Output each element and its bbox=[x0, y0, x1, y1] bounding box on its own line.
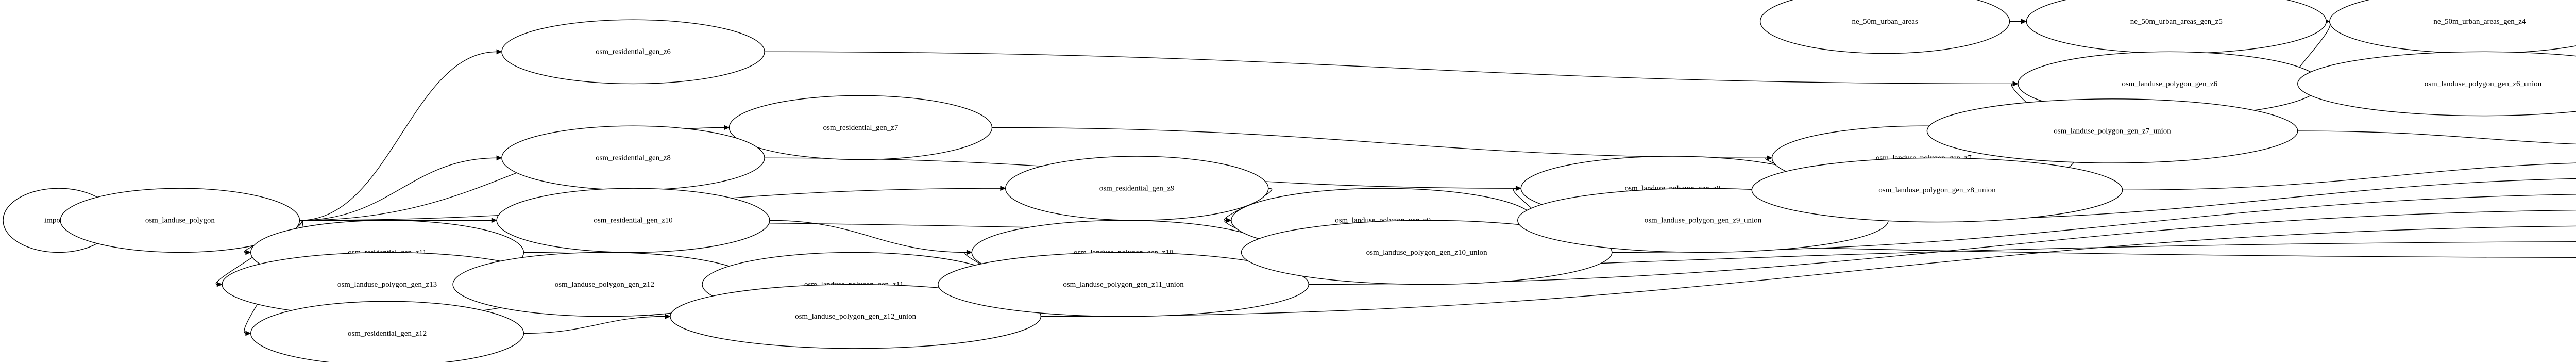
graph-node-osm_landuse_polygon_gen_z12_union[interactable]: osm_landuse_polygon_gen_z12_union bbox=[670, 284, 1042, 349]
graph-edge bbox=[523, 314, 671, 334]
node-ellipse[interactable] bbox=[938, 252, 1309, 317]
node-label: osm_residential_gen_z6 bbox=[596, 48, 671, 56]
node-ellipse[interactable] bbox=[670, 284, 1042, 349]
edge-arrowhead bbox=[1226, 218, 1232, 223]
graph-edge bbox=[764, 51, 2019, 87]
graph-node-ne_50m_urban_areas_gen_z4[interactable]: ne_50m_urban_areas_gen_z4 bbox=[2329, 0, 2576, 54]
edge-arrowhead bbox=[665, 314, 671, 319]
node-label: osm_landuse_polygon_gen_z11_union bbox=[1063, 281, 1184, 289]
node-label: osm_landuse_polygon_gen_z12_union bbox=[795, 312, 916, 321]
edge-arrowhead bbox=[496, 49, 502, 55]
graph-node-osm_residential_gen_z6[interactable]: osm_residential_gen_z6 bbox=[501, 19, 765, 85]
node-ellipse[interactable] bbox=[501, 19, 765, 85]
node-label: osm_landuse_polygon_gen_z8_union bbox=[1878, 186, 1996, 194]
node-label: ne_50m_urban_areas bbox=[1852, 18, 1918, 26]
edge-arrowhead bbox=[491, 218, 497, 223]
graph-node-ne_50m_urban_areas[interactable]: ne_50m_urban_areas bbox=[1759, 0, 2010, 54]
edge-arrowhead bbox=[245, 250, 251, 255]
node-label: osm_landuse_polygon_gen_z6 bbox=[2122, 80, 2217, 88]
graph-edge bbox=[299, 49, 502, 221]
node-label: osm_residential_gen_z10 bbox=[594, 217, 672, 225]
graph-edge bbox=[1612, 194, 2576, 253]
node-label: osm_landuse_polygon_gen_z6_union bbox=[2425, 80, 2542, 88]
graph-edge bbox=[2122, 162, 2576, 191]
graph-edge bbox=[299, 155, 502, 221]
node-ellipse[interactable] bbox=[2297, 51, 2576, 117]
node-ellipse[interactable] bbox=[1751, 157, 2123, 223]
node-label: osm_landuse_polygon_gen_z9_union bbox=[1645, 217, 1762, 225]
edge-arrowhead bbox=[216, 282, 223, 287]
node-label: osm_landuse_polygon bbox=[145, 217, 215, 225]
graph-edge bbox=[2297, 130, 2576, 145]
graph-node-osm_landuse_polygon_gen_z7_union[interactable]: osm_landuse_polygon_gen_z7_union bbox=[1926, 98, 2298, 163]
graph-edge bbox=[2009, 19, 2027, 24]
node-label: osm_residential_gen_z12 bbox=[348, 330, 427, 338]
graph-edge bbox=[1309, 209, 2576, 285]
graph-node-osm_landuse_polygon_gen_z11_union[interactable]: osm_landuse_polygon_gen_z11_union bbox=[938, 252, 1309, 317]
edge-arrowhead bbox=[2021, 19, 2027, 24]
node-label: osm_landuse_polygon_gen_z7_union bbox=[2054, 127, 2171, 135]
graph-node-osm_residential_gen_z8[interactable]: osm_residential_gen_z8 bbox=[501, 125, 765, 191]
node-label: osm_landuse_polygon_gen_z12 bbox=[555, 281, 654, 289]
node-ellipse[interactable] bbox=[60, 188, 300, 253]
node-label: osm_landuse_polygon_gen_z10_union bbox=[1366, 249, 1487, 257]
node-label: osm_landuse_polygon_gen_z13 bbox=[337, 281, 437, 289]
edge-arrowhead bbox=[724, 125, 730, 130]
node-label: osm_residential_gen_z8 bbox=[596, 154, 671, 162]
edge-arrowhead bbox=[496, 155, 502, 161]
graph-node-osm_landuse_polygon_gen_z8_union[interactable]: osm_landuse_polygon_gen_z8_union bbox=[1751, 157, 2123, 223]
node-ellipse[interactable] bbox=[728, 95, 993, 160]
graph-node-osm_residential_gen_z7[interactable]: osm_residential_gen_z7 bbox=[728, 95, 993, 160]
graph-node-osm_landuse_polygon_gen_z10_union[interactable]: osm_landuse_polygon_gen_z10_union bbox=[1241, 220, 1613, 285]
edge-arrowhead bbox=[966, 250, 972, 255]
graph-node-osm_residential_gen_z12[interactable]: osm_residential_gen_z12 bbox=[250, 301, 524, 362]
node-label: ne_50m_urban_areas_gen_z4 bbox=[2433, 18, 2526, 26]
edge-arrowhead bbox=[1515, 186, 1522, 191]
node-ellipse[interactable] bbox=[496, 188, 770, 253]
graph-node-osm_residential_gen_z9[interactable]: osm_residential_gen_z9 bbox=[1005, 156, 1269, 221]
node-ellipse[interactable] bbox=[2026, 0, 2327, 54]
node-label: ne_50m_urban_areas_gen_z5 bbox=[2130, 18, 2223, 26]
graph-node-osm_landuse_polygon[interactable]: osm_landuse_polygon bbox=[60, 188, 300, 253]
edge-arrowhead bbox=[245, 331, 251, 336]
graph-node-osm_landuse_polygon_gen_z6_union[interactable]: osm_landuse_polygon_gen_z6_union bbox=[2297, 51, 2576, 117]
graph-edge bbox=[1041, 225, 2576, 317]
node-ellipse[interactable] bbox=[250, 301, 524, 362]
edge-arrowhead bbox=[1000, 186, 1006, 191]
graph-edge bbox=[992, 127, 1773, 161]
graph-node-ne_50m_urban_areas_gen_z5[interactable]: ne_50m_urban_areas_gen_z5 bbox=[2026, 0, 2327, 54]
node-ellipse[interactable] bbox=[1241, 220, 1613, 285]
graph-node-osm_residential_gen_z10[interactable]: osm_residential_gen_z10 bbox=[496, 188, 770, 253]
graph-node-osm_landuse_polygon_gen_z12[interactable]: osm_landuse_polygon_gen_z12 bbox=[452, 252, 757, 317]
node-ellipse[interactable] bbox=[1759, 0, 2010, 54]
node-ellipse[interactable] bbox=[1926, 98, 2298, 163]
edge-arrowhead bbox=[1767, 155, 1773, 161]
node-label: osm_residential_gen_z9 bbox=[1099, 185, 1175, 193]
edge-arrowhead bbox=[2012, 81, 2019, 87]
node-ellipse[interactable] bbox=[2329, 0, 2576, 54]
node-label: osm_residential_gen_z7 bbox=[823, 124, 899, 132]
